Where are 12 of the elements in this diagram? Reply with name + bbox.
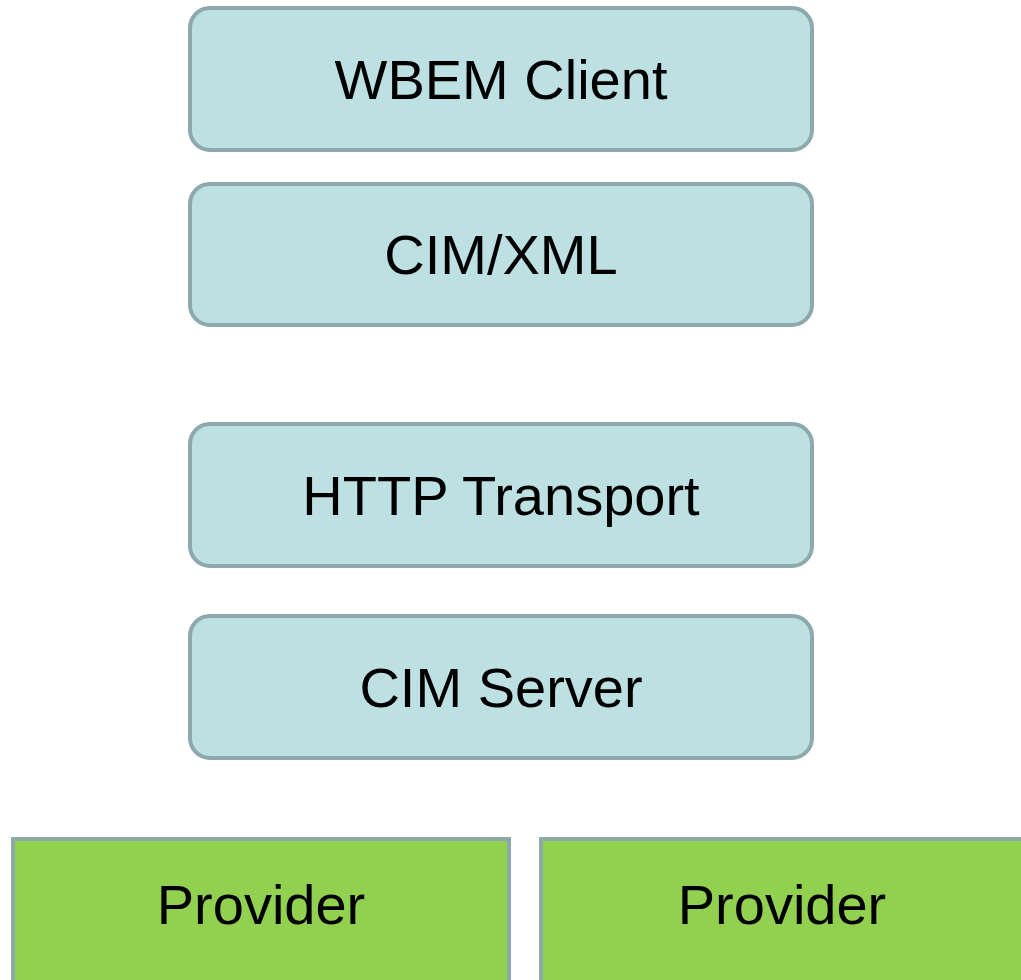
layer-box — [188, 6, 814, 152]
layer-box — [188, 422, 814, 568]
box-label: Provider — [677, 872, 887, 937]
provider-box — [11, 837, 511, 980]
provider-box — [539, 837, 1021, 980]
box-label: CIM Server — [359, 654, 643, 720]
box-label: HTTP Transport — [302, 462, 700, 528]
box-label: Provider — [156, 872, 366, 937]
layer-box — [188, 614, 814, 760]
box-label: CIM/XML — [384, 222, 618, 287]
box-label: WBEM Client — [334, 46, 668, 112]
layer-box — [188, 182, 814, 327]
